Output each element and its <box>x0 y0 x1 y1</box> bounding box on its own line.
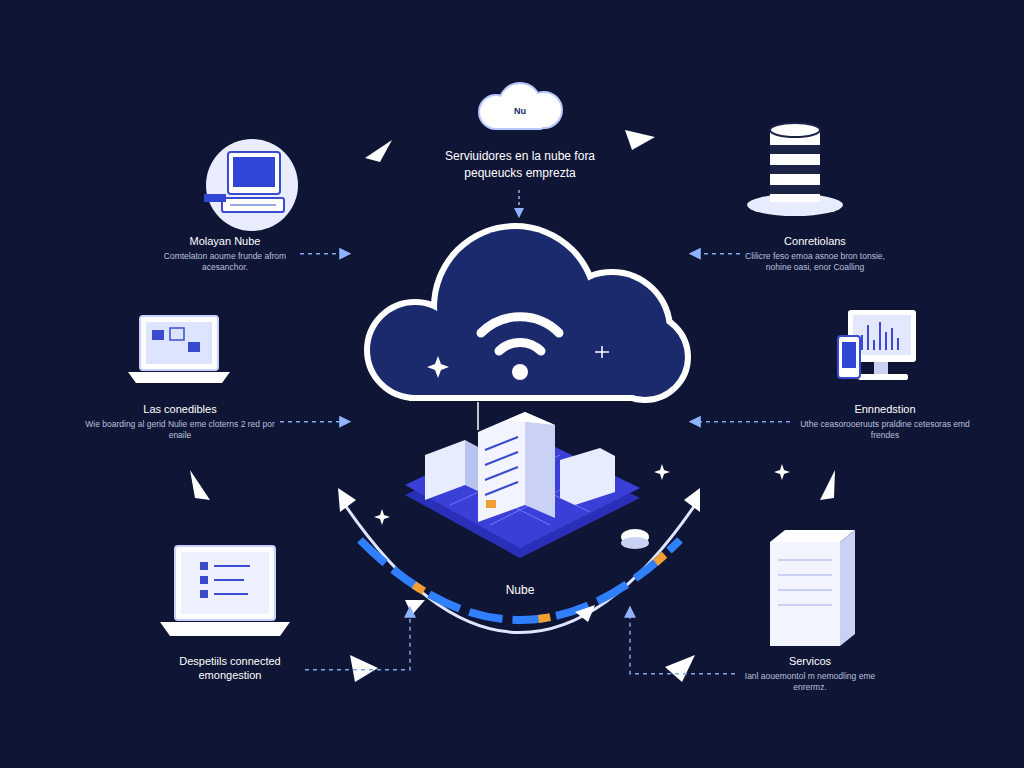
node-description: Clilicre feso emoa asnoe bron tonsie, no… <box>744 251 886 273</box>
server-platform <box>405 412 640 558</box>
dashed-connector <box>300 253 350 255</box>
dashed-connector <box>630 607 735 674</box>
dashed-connector <box>305 607 410 670</box>
arrow-symbol <box>190 130 835 682</box>
service-label-box: Despetiils connected emongestion <box>155 652 305 688</box>
node-description: Uthe ceasorooeruuts praldine cetesoras e… <box>794 419 976 441</box>
service-label-box: ConretiolansClilicre feso emoa asnoe bro… <box>740 232 890 275</box>
dashed-connector <box>690 253 740 255</box>
diagram-title: Serviuidores en la nube fora pequeucks e… <box>430 148 610 182</box>
monitor-icon <box>838 310 916 380</box>
cloud-shape <box>370 229 685 397</box>
dashed-connector <box>280 421 350 423</box>
service-label-box: Molayan NubeComtelaton aoume frunde afro… <box>150 232 300 275</box>
server-icon <box>770 530 855 646</box>
node-description: Comtelaton aoume frunde afrom acesanchor… <box>154 251 296 273</box>
node-heading: Servicos <box>789 654 831 668</box>
node-heading: Molayan Nube <box>190 234 261 248</box>
dashed-connector <box>690 421 790 423</box>
service-label-box: Las conediblesWie boarding al gerid Nuli… <box>80 400 280 443</box>
service-label-box: EnnnedstionUthe ceasorooeruuts praldine … <box>790 400 980 443</box>
node-description: Ianl aouemontol m nemodling eme enrermz. <box>739 671 881 693</box>
node-heading: Ennnedstion <box>854 402 915 416</box>
laptop-icon <box>160 546 290 636</box>
cloud-node: Nu <box>468 82 572 130</box>
node-heading: Despetiils connected emongestion <box>159 654 301 683</box>
node-heading: Nu <box>514 106 526 116</box>
computer-icon <box>204 139 298 231</box>
node-heading: Las conedibles <box>143 402 216 416</box>
node-heading: Conretiolans <box>784 234 846 248</box>
database-icon <box>747 123 843 216</box>
cycle-arrows <box>345 505 695 633</box>
laptop-icon <box>128 316 230 383</box>
node-heading: Nube <box>506 583 535 597</box>
service-label-box: ServicosIanl aouemontol m nemodling eme … <box>735 652 885 695</box>
node-description: Wie boarding al gerid Nulie eme cloterns… <box>84 419 276 441</box>
cloud-server-node: Nube <box>350 222 690 607</box>
